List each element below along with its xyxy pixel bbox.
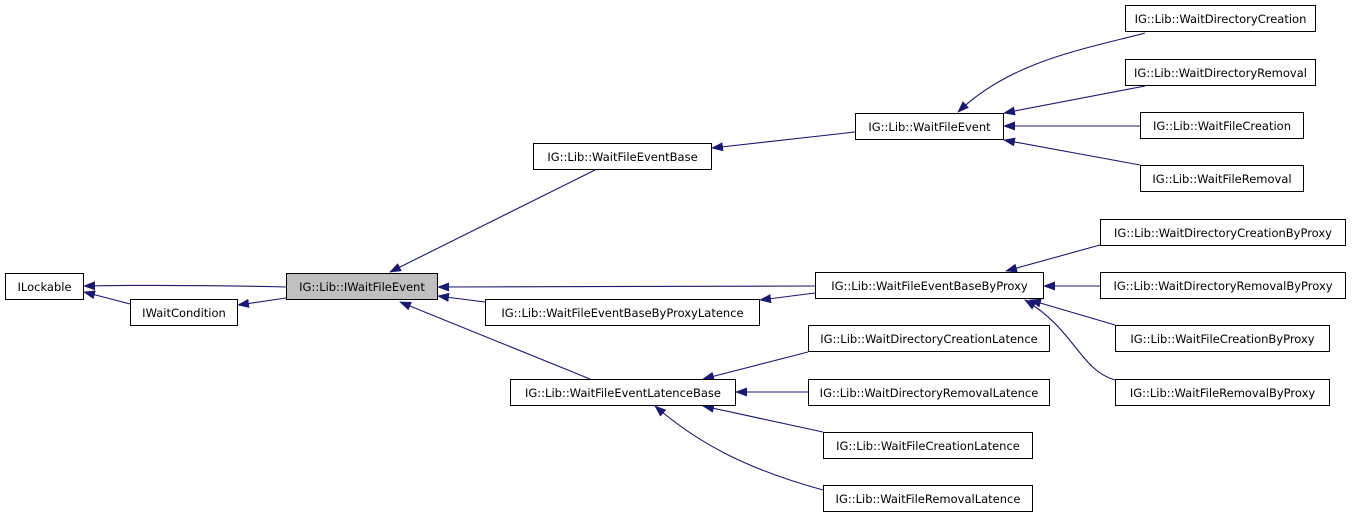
edge-waitfileeventbasebyproxylatence-iwaitfileevent (437, 292, 486, 303)
node-waitdirectoryremovallatence[interactable]: IG::Lib::WaitDirectoryRemovalLatence (808, 379, 1050, 406)
edge-iwaitcondition-ilockable (83, 290, 131, 305)
edge-waitdirectorycreationlatence-waitfileeventlatencebase (702, 351, 809, 381)
node-waitdirectoryremoval[interactable]: IG::Lib::WaitDirectoryRemoval (1125, 59, 1316, 86)
node-iwaitcondition[interactable]: IWaitCondition (130, 299, 238, 326)
edge-waitfileeventbasebyproxy-waitfileeventbasebyproxylatence (759, 292, 816, 304)
node-waitdirectorycreationbyproxy[interactable]: IG::Lib::WaitDirectoryCreationByProxy (1100, 219, 1346, 246)
edge-waitfileeventlatencebase-iwaitfileevent (399, 301, 591, 380)
edge-waitfileremoval-waitfileevent (1003, 137, 1141, 166)
node-waitfileeventbasebyproxy[interactable]: IG::Lib::WaitFileEventBaseByProxy (815, 272, 1044, 299)
edge-waitfileeventbasebyproxy-iwaitfileevent (437, 282, 816, 292)
edge-waitfileremovalbyproxy-waitfileeventbasebyproxy (1024, 299, 1116, 381)
node-waitdirectoryremovalbyproxy[interactable]: IG::Lib::WaitDirectoryRemovalByProxy (1100, 272, 1346, 299)
node-waitfileremoval[interactable]: IG::Lib::WaitFileRemoval (1140, 165, 1304, 192)
edge-iwaitfileevent-ilockable (83, 281, 287, 291)
node-waitfilecreationbyproxy[interactable]: IG::Lib::WaitFileCreationByProxy (1115, 325, 1330, 352)
node-waitfileeventbasebyproxylatence[interactable]: IG::Lib::WaitFileEventBaseByProxyLatence (485, 299, 760, 326)
edge-waitfilecreationbyproxy-waitfileeventbasebyproxy (1029, 298, 1116, 326)
edge-waitfileremovallatence-waitfileeventlatencebase (654, 405, 824, 491)
node-waitfilecreation[interactable]: IG::Lib::WaitFileCreation (1140, 112, 1304, 139)
node-waitfileremovalbyproxy[interactable]: IG::Lib::WaitFileRemovalByProxy (1115, 379, 1330, 406)
node-iwaitfileevent: IG::Lib::IWaitFileEvent (286, 273, 438, 300)
node-waitfilecreationlatence[interactable]: IG::Lib::WaitFileCreationLatence (823, 432, 1033, 459)
node-ilockable[interactable]: ILockable (5, 273, 84, 300)
edge-waitfileevent-waitfileeventbase (711, 131, 856, 152)
node-waitdirectorycreationlatence[interactable]: IG::Lib::WaitDirectoryCreationLatence (808, 325, 1050, 352)
edge-waitdirectorycreation-waitfileevent (957, 32, 1146, 113)
edge-waitfileeventbase-iwaitfileevent (389, 169, 596, 273)
node-waitfileevent[interactable]: IG::Lib::WaitFileEvent (855, 113, 1004, 140)
edge-waitfilecreationlatence-waitfileeventlatencebase (702, 403, 824, 433)
edge-waitdirectorycreationbyproxy-waitfileeventbasebyproxy (1005, 244, 1101, 273)
edge-iwaitfileevent-iwaitcondition (237, 297, 287, 308)
node-waitfileremovallatence[interactable]: IG::Lib::WaitFileRemovalLatence (823, 485, 1033, 512)
node-waitdirectorycreation[interactable]: IG::Lib::WaitDirectoryCreation (1125, 5, 1316, 32)
node-waitfileeventlatencebase[interactable]: IG::Lib::WaitFileEventLatenceBase (510, 379, 736, 406)
edge-waitdirectoryremoval-waitfileevent (1003, 85, 1146, 116)
node-waitfileeventbase[interactable]: IG::Lib::WaitFileEventBase (533, 143, 712, 170)
